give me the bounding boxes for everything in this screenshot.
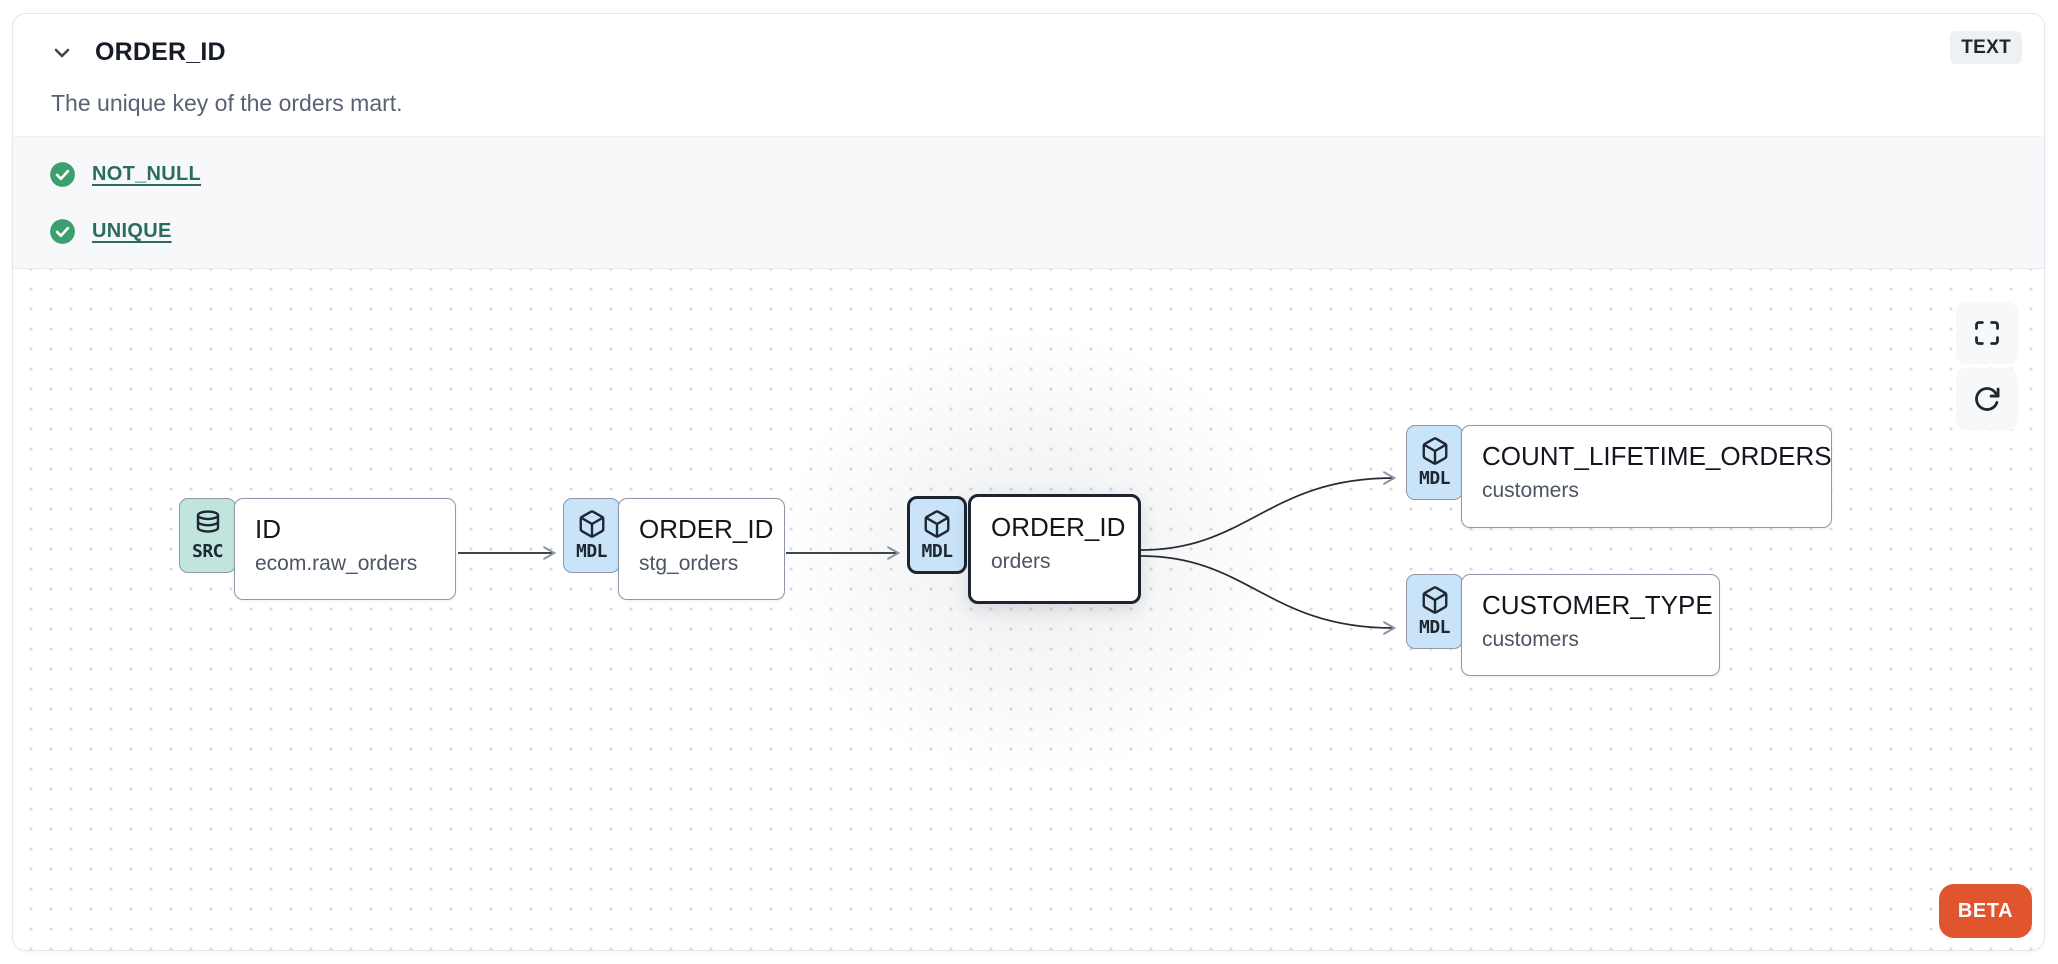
test-row: UNIQUE	[49, 203, 2044, 260]
node-card: CUSTOMER_TYPE customers	[1461, 574, 1720, 676]
node-subtitle: ecom.raw_orders	[255, 552, 418, 575]
column-details-card: ORDER_ID TEXT The unique key of the orde…	[12, 13, 2045, 951]
node-subtitle: orders	[991, 550, 1051, 573]
column-description: The unique key of the orders mart.	[51, 90, 403, 116]
node-badge-label: SRC	[191, 541, 224, 562]
node-badge-label: MDL	[1418, 617, 1451, 638]
node-type-badge: MDL	[563, 498, 620, 573]
node-card: ID ecom.raw_orders	[234, 498, 456, 600]
fullscreen-button[interactable]	[1956, 302, 2018, 364]
cube-icon	[1422, 586, 1447, 614]
cube-icon	[579, 510, 604, 538]
node-subtitle: customers	[1482, 479, 1579, 502]
test-link-unique[interactable]: UNIQUE	[92, 220, 172, 242]
node-title: ID	[255, 514, 281, 544]
cube-icon	[924, 509, 950, 538]
test-link-not-null[interactable]: NOT_NULL	[92, 163, 202, 185]
node-subtitle: customers	[1482, 628, 1579, 651]
column-type-badge: TEXT	[1950, 31, 2022, 64]
beta-badge: BETA	[1939, 884, 2032, 938]
refresh-icon	[1975, 387, 2000, 411]
node-type-badge: MDL	[907, 496, 967, 574]
lineage-canvas[interactable]: SRC ID ecom.raw_orders MDL ORDER_ID stg_…	[13, 269, 2044, 950]
collapse-toggle[interactable]	[49, 40, 75, 66]
node-card: ORDER_ID stg_orders	[618, 498, 785, 600]
page-title: ORDER_ID	[95, 38, 226, 66]
test-row: NOT_NULL	[49, 146, 2044, 203]
check-circle-icon	[50, 162, 75, 187]
node-title: COUNT_LIFETIME_ORDERS	[1482, 441, 1832, 471]
header: ORDER_ID TEXT The unique key of the orde…	[13, 14, 2044, 136]
chevron-down-icon	[54, 48, 70, 57]
cube-icon	[1422, 437, 1447, 465]
node-card: ORDER_ID orders	[968, 494, 1141, 604]
node-type-badge: MDL	[1406, 574, 1463, 649]
node-card: COUNT_LIFETIME_ORDERS customers	[1461, 425, 1832, 528]
lineage-edges	[458, 471, 1397, 635]
refresh-button[interactable]	[1956, 368, 2018, 430]
node-subtitle: stg_orders	[639, 552, 739, 575]
node-type-badge: MDL	[1406, 425, 1463, 500]
edge-orders-to-ctype	[1140, 555, 1397, 635]
fullscreen-icon	[1975, 321, 1999, 345]
edge-orders-to-count	[1140, 471, 1397, 551]
node-type-badge: SRC	[179, 498, 236, 573]
database-icon	[196, 510, 219, 533]
check-circle-icon	[50, 219, 75, 244]
node-badge-label: MDL	[921, 540, 953, 562]
node-title: ORDER_ID	[639, 514, 774, 544]
node-badge-label: MDL	[1418, 468, 1451, 489]
tests-section: NOT_NULL UNIQUE	[13, 136, 2044, 269]
node-title: CUSTOMER_TYPE	[1482, 590, 1713, 620]
node-badge-label: MDL	[575, 541, 608, 562]
node-title: ORDER_ID	[991, 512, 1126, 542]
